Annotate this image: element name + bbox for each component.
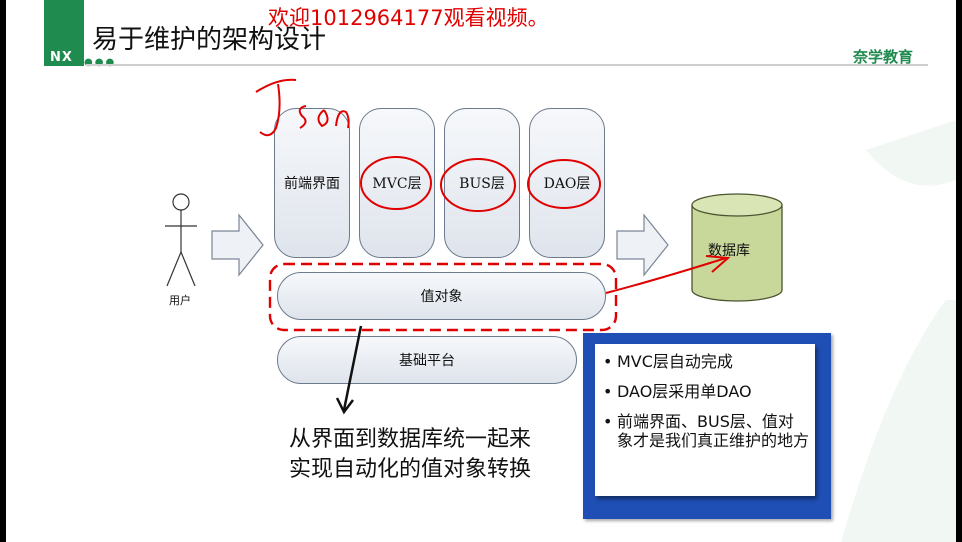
arrow-right-icon: [616, 213, 669, 277]
note-item: MVC层自动完成: [603, 352, 809, 371]
bus-layer: BUS层: [444, 108, 520, 258]
logo-box: [44, 0, 84, 66]
value-object-layer: 值对象: [277, 272, 606, 320]
database-label: 数据库: [708, 243, 750, 259]
user-figure-icon: [165, 193, 197, 287]
background-decoration: [841, 120, 956, 542]
title-divider: [86, 64, 928, 66]
note-item: 前端界面、BUS层、值对象才是我们真正维护的地方: [603, 412, 809, 450]
caption-line-2: 实现自动化的值对象转换: [289, 457, 532, 482]
notes-card: MVC层自动完成 DAO层采用单DAO 前端界面、BUS层、值对象才是我们真正维…: [595, 344, 815, 496]
dao-layer: DAO层: [529, 108, 605, 258]
frontend-layer: 前端界面: [274, 108, 350, 258]
brand-name: 奈学教育: [853, 48, 914, 66]
arrow-right-icon: [211, 213, 264, 277]
annotation-layer: [255, 78, 731, 415]
watermark-text: 欢迎1012964177观看视频。: [268, 6, 549, 30]
caption-line-1: 从界面到数据库统一起来: [289, 427, 532, 452]
mvc-layer: MVC层: [359, 108, 435, 258]
logo-dots: ●●●: [84, 57, 117, 68]
slide: NX ●●● 易于维护的架构设计 奈学教育 欢迎1012964177观看视频。 …: [6, 0, 956, 542]
caption: 从界面到数据库统一起来 实现自动化的值对象转换: [289, 425, 531, 485]
note-item: DAO层采用单DAO: [603, 382, 809, 401]
logo: NX: [50, 50, 73, 65]
base-platform-layer: 基础平台: [277, 336, 577, 384]
page-title: 易于维护的架构设计: [92, 25, 327, 55]
database-icon: [691, 193, 783, 302]
notes-list: MVC层自动完成 DAO层采用单DAO 前端界面、BUS层、值对象才是我们真正维…: [595, 344, 815, 450]
user-label: 用户: [169, 294, 191, 307]
